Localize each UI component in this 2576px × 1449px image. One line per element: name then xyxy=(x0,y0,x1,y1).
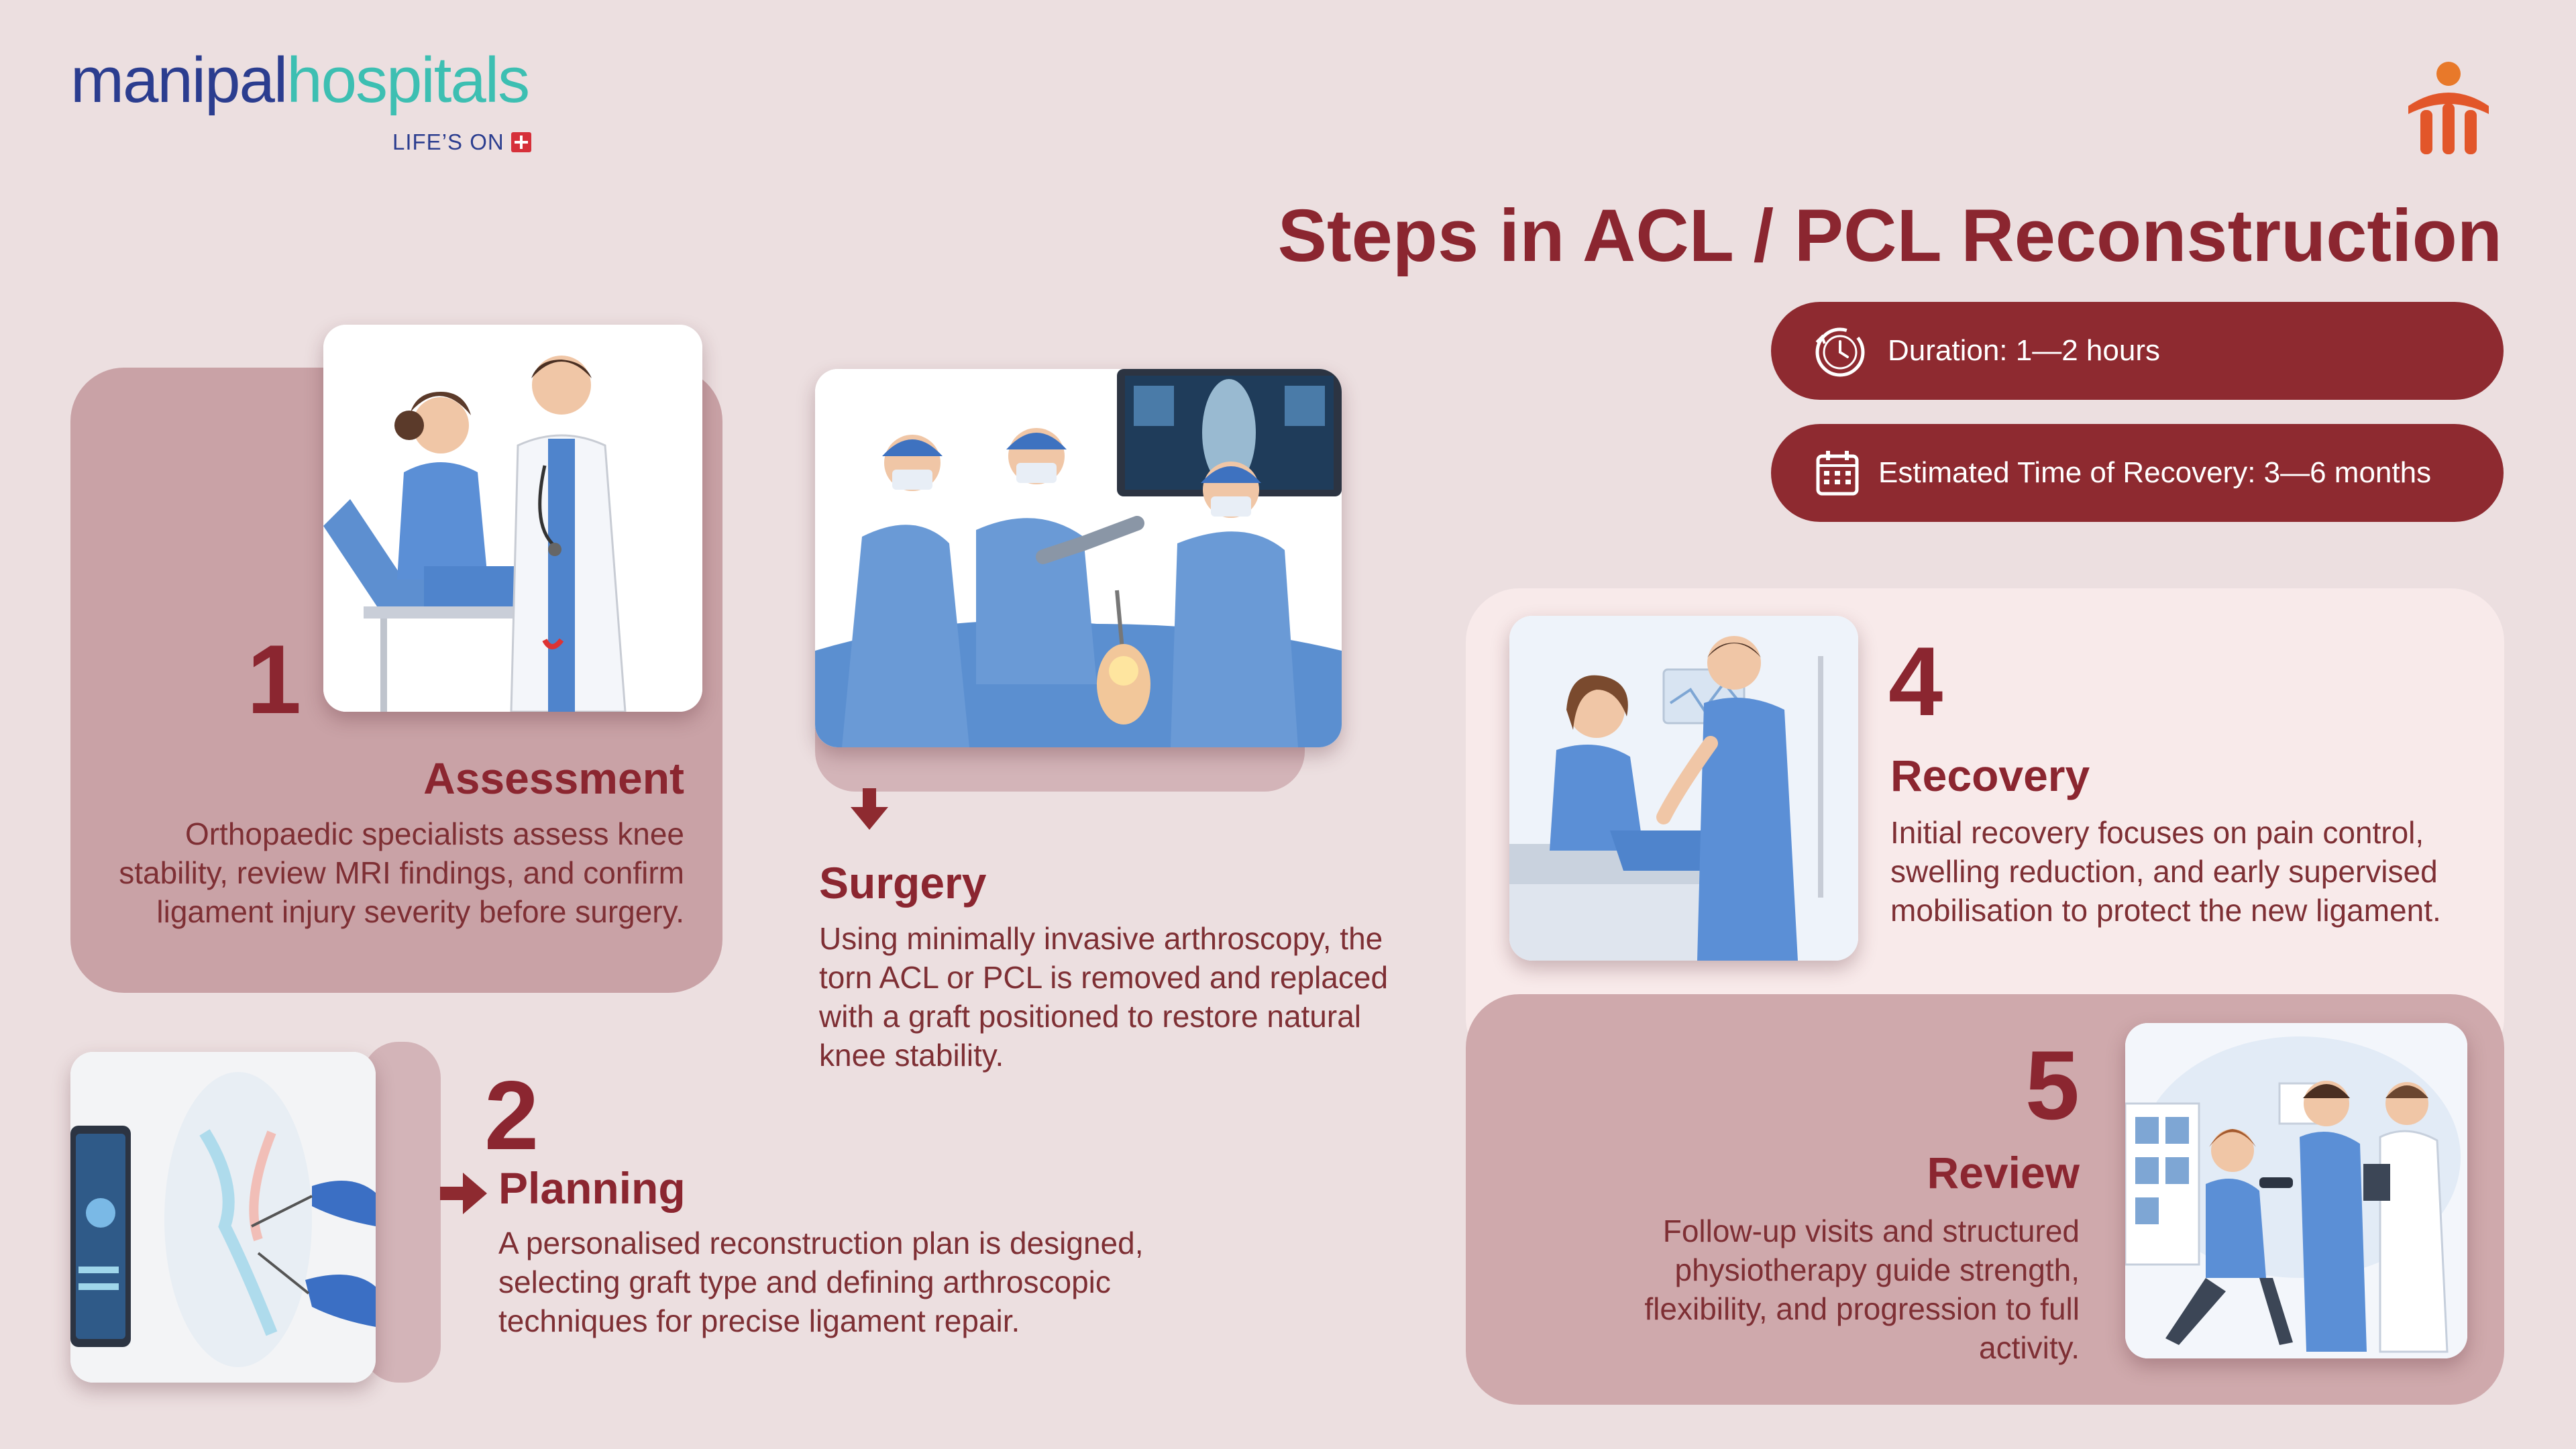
step-description-planning: A personalised reconstruction plan is de… xyxy=(498,1226,1144,1338)
step-description-assessment: Orthopaedic specialists assess knee stab… xyxy=(119,816,684,929)
step-title-planning: Planning xyxy=(498,1163,686,1213)
step-number-2: 2 xyxy=(484,1061,539,1170)
step-description-review: Follow-up visits and structured physioth… xyxy=(1644,1214,2080,1365)
review-illustration xyxy=(2125,1023,2467,1358)
step-number-4: 4 xyxy=(1888,627,1943,736)
brand-logo: manipalhospitals xyxy=(70,48,530,113)
step-description-recovery: Initial recovery focuses on pain control… xyxy=(1890,815,2441,928)
step-title-surgery: Surgery xyxy=(819,858,987,908)
surgery-illustration xyxy=(815,369,1342,747)
duration-badge: Duration: 1—2 hours xyxy=(1771,302,2504,400)
brand-tagline: LIFE’S ON xyxy=(392,129,531,155)
recovery-time-badge: Estimated Time of Recovery: 3—6 months xyxy=(1771,424,2504,522)
stopwatch-icon xyxy=(1815,327,1865,377)
planning-illustration xyxy=(70,1052,376,1383)
duration-text: Duration: 1—2 hours xyxy=(1888,334,2160,367)
step-title-recovery: Recovery xyxy=(1890,751,2090,800)
brand-emblem-icon xyxy=(2408,62,2489,154)
step-title-assessment: Assessment xyxy=(423,753,684,803)
page-title: Steps in ACL / PCL Reconstruction xyxy=(1277,195,2502,277)
tagline-text: LIFE’S ON xyxy=(392,129,504,154)
step-description-surgery: Using minimally invasive arthroscopy, th… xyxy=(819,921,1389,1073)
arrow-right-icon xyxy=(440,1173,487,1214)
recovery-time-text: Estimated Time of Recovery: 3—6 months xyxy=(1878,456,2432,489)
assessment-illustration xyxy=(323,325,702,712)
step-number-1: 1 xyxy=(247,625,302,734)
recovery-illustration xyxy=(1509,616,1858,961)
arrow-down-icon xyxy=(851,788,888,830)
step-title-review: Review xyxy=(1927,1148,2080,1197)
brand-name-part2: hospitals xyxy=(286,44,530,116)
brand-name-part1: manipal xyxy=(70,44,288,116)
calendar-icon xyxy=(1816,451,1859,496)
step-number-5: 5 xyxy=(2025,1030,2080,1140)
plus-icon xyxy=(511,132,531,152)
